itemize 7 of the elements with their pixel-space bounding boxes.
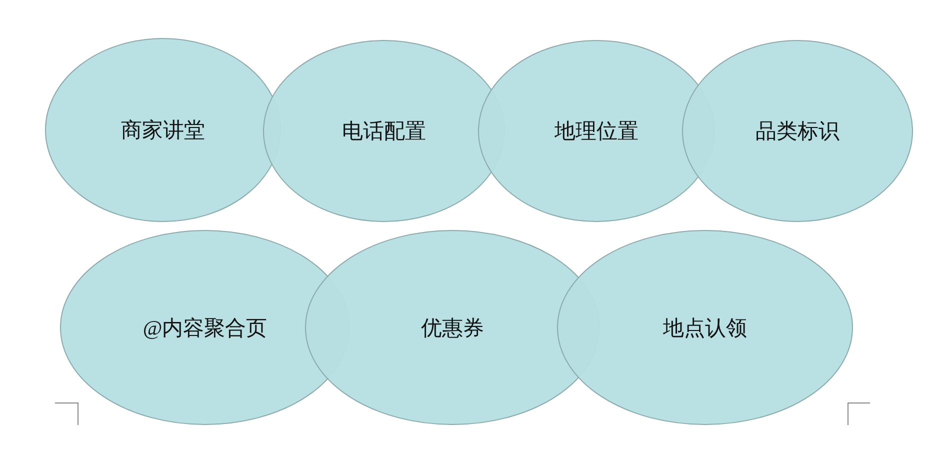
node-label: 品类标识 (754, 118, 840, 145)
node-label: 地理位置 (554, 118, 640, 145)
node-label: 地点认领 (662, 314, 748, 342)
node-label: @内容聚合页 (142, 314, 268, 342)
node-label: 优惠券 (420, 314, 485, 342)
node-label: 商家讲堂 (120, 117, 206, 144)
node-label: 电话配置 (341, 118, 427, 145)
